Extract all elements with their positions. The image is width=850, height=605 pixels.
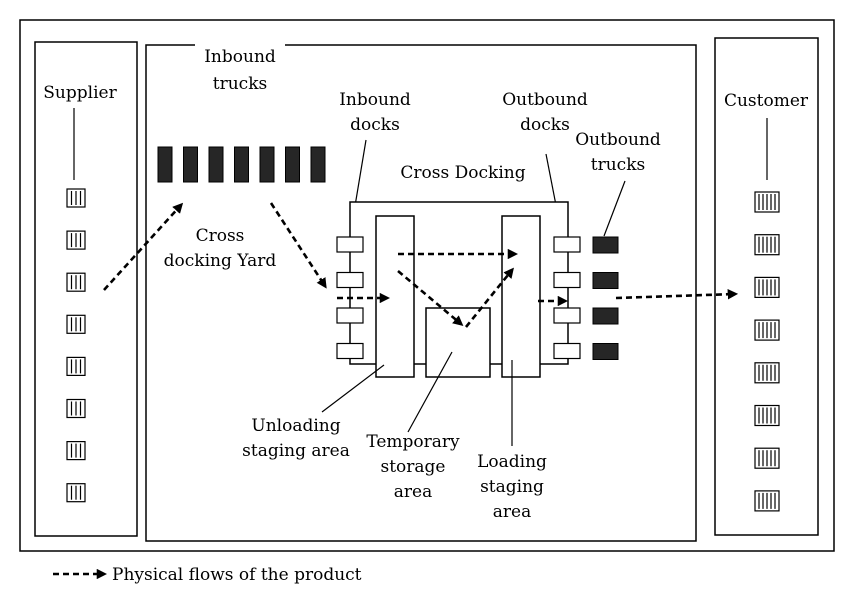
outbound-trucks	[592, 236, 619, 360]
pallet	[754, 404, 780, 427]
temporary-storage-label-line2: storage	[381, 457, 446, 477]
temporary-storage-label-line3: area	[394, 482, 432, 502]
outbound-truck	[592, 307, 619, 325]
cross-docking-yard-label-line2: docking Yard	[164, 251, 277, 271]
temporary-storage-label-line1: Temporary	[366, 432, 460, 452]
inbound-dock	[336, 236, 364, 253]
pallet	[66, 314, 86, 334]
inbound-truck	[234, 146, 249, 183]
temporary-area-pointer	[407, 351, 453, 433]
temporary-storage-area	[425, 307, 491, 378]
outbound-docks-label-line1: Outbound	[502, 90, 588, 110]
inbound-truck	[208, 146, 224, 183]
inbound-truck	[183, 146, 198, 183]
pallet	[66, 398, 86, 419]
flow-arrow-supplier-to-yard	[103, 202, 184, 291]
inbound-dock	[336, 342, 364, 360]
flow-arrow-trucks-to-docks	[269, 202, 327, 289]
inbound-docks-label-line2: docks	[350, 115, 400, 135]
inbound-dock	[336, 271, 364, 289]
inbound-truck	[285, 146, 300, 183]
outbound-dock	[553, 342, 581, 360]
pallet	[754, 447, 780, 469]
outbound-dock	[553, 236, 581, 253]
pallet	[754, 319, 780, 341]
inbound-dock	[336, 307, 364, 324]
legend-text: Physical flows of the product	[112, 565, 362, 585]
pallet	[754, 490, 780, 512]
inbound-docks	[336, 236, 364, 360]
loading-staging-label-line2: staging	[480, 477, 544, 497]
inbound-truck	[310, 146, 326, 183]
inbound-trucks-label-line1: Inbound	[204, 47, 276, 67]
pallet	[754, 276, 780, 298]
pallet	[754, 191, 780, 213]
cross-docking-yard-label-line1: Cross	[196, 226, 245, 246]
inbound-truck	[157, 146, 173, 183]
outbound-truck	[592, 236, 619, 254]
loading-staging-area	[501, 215, 541, 378]
customer-pallets	[754, 191, 780, 512]
outbound-docks-label-line2: docks	[520, 115, 570, 135]
outbound-truck	[592, 343, 619, 360]
outbound-dock	[553, 307, 581, 324]
outbound-trucks-label-line2: trucks	[591, 155, 645, 175]
inbound-trucks-label-mask	[195, 38, 285, 52]
pallet	[66, 356, 86, 376]
outbound-dock	[553, 271, 581, 289]
outbound-truck	[592, 272, 619, 289]
outbound-docks	[553, 236, 581, 360]
inbound-docks-label-line1: Inbound	[339, 90, 411, 110]
unloading-area-pointer	[321, 364, 385, 413]
loading-staging-label-line1: Loading	[477, 452, 547, 472]
outbound-trucks-pointer	[603, 180, 626, 237]
supplier-pallets	[66, 188, 86, 503]
pallet	[66, 230, 86, 250]
inbound-trucks	[157, 146, 326, 183]
cross-docking-label: Cross Docking	[400, 163, 525, 183]
inbound-trucks-label-line2: trucks	[213, 74, 267, 94]
supplier-label: Supplier	[43, 83, 117, 103]
customer-label: Customer	[724, 91, 809, 111]
unloading-staging-area	[375, 215, 415, 378]
outbound-trucks-label-line1: Outbound	[575, 130, 661, 150]
pallet	[754, 234, 780, 256]
pallet	[66, 483, 86, 503]
flow-arrow-storage-to-loading	[464, 267, 514, 328]
pallet	[754, 362, 780, 384]
pallet	[66, 441, 86, 461]
unloading-staging-label-line1: Unloading	[251, 416, 340, 436]
supplier-panel	[34, 41, 138, 537]
pallet	[66, 272, 86, 292]
pallet	[66, 188, 86, 208]
inbound-truck	[259, 146, 275, 183]
flow-arrow-unloading-to-storage	[397, 270, 464, 327]
loading-staging-label-line3: area	[493, 502, 531, 522]
unloading-staging-label-line2: staging area	[242, 441, 350, 461]
